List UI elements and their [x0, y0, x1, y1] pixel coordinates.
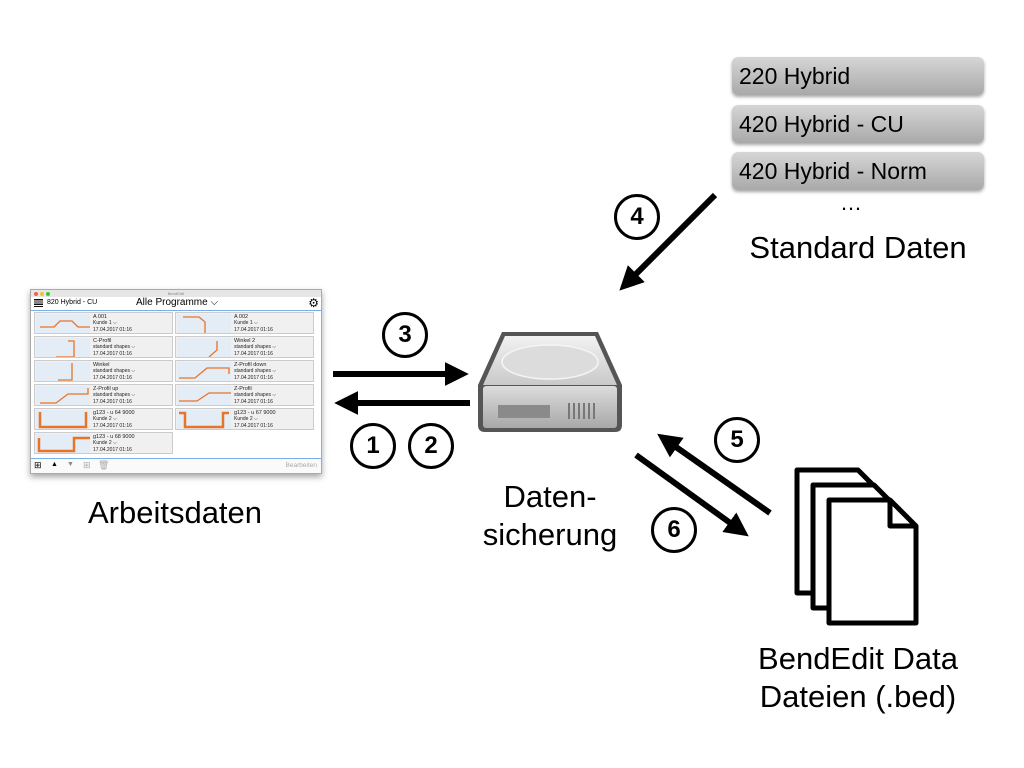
download-icon: ▼ [67, 461, 74, 468]
trash-icon: 🗑 [98, 460, 110, 470]
profile-thumbnail [36, 410, 90, 429]
program-name: g123 - u 64 9000 [93, 410, 135, 416]
profile-thumbnail [177, 362, 231, 381]
arrow-backup-to-files [634, 452, 749, 537]
program-name: Z-Profil [234, 386, 252, 392]
program-name: g123 - u 68 9000 [93, 434, 135, 440]
profile-thumbnail [36, 314, 90, 333]
step-4-badge: 4 [614, 194, 660, 240]
standard-data-item: 420 Hybrid - Norm [732, 152, 984, 190]
program-date: 17.04.2017 01:16 [234, 374, 273, 381]
step-1-badge: 1 [350, 423, 396, 469]
program-date: 17.04.2017 01:16 [234, 350, 273, 357]
upload-icon: ▲ [51, 461, 58, 468]
program-date: 17.04.2017 01:16 [93, 350, 132, 357]
step-6-badge: 6 [651, 507, 697, 553]
hard-drive-icon [478, 332, 622, 432]
program-group: standard shapes ⌵ [93, 392, 136, 399]
profile-thumbnail [36, 338, 90, 358]
program-name: g123 - u 67 9000 [234, 410, 276, 416]
program-group: standard shapes ⌵ [234, 344, 277, 351]
arrow-standard-to-backup [619, 192, 718, 291]
bottom-bar: ⊞ ▲ ▼ ⊞ 🗑 Bearbeiten [31, 458, 321, 473]
machine-name: 820 Hybrid - CU [47, 299, 98, 306]
step-3-badge: 3 [382, 312, 428, 358]
program-name: Winkel 2 [234, 338, 256, 344]
ellipsis: … [840, 190, 862, 215]
window-title: BendEdit [167, 291, 185, 296]
program-group: standard shapes ⌵ [234, 368, 277, 375]
gear-icon: ⚙ [308, 296, 319, 310]
filter-dropdown: Alle Programme ⌵ [136, 297, 219, 308]
arrow-files-to-backup [657, 433, 772, 516]
program-name: A 002 [234, 314, 249, 320]
program-group: Kunde 1 ⌵ [234, 320, 258, 327]
menu-icon [34, 299, 43, 307]
program-date: 17.04.2017 01:16 [93, 422, 132, 429]
standard-data-item: 220 Hybrid [732, 57, 984, 95]
profile-thumbnail [36, 434, 90, 453]
step-2-badge: 2 [408, 423, 454, 469]
profile-thumbnail [177, 410, 231, 429]
backup-label: Daten-sicherung [482, 479, 618, 552]
program-name: Z-Profil down [234, 362, 267, 368]
program-group: Kunde 2 ⌵ [93, 440, 117, 447]
duplicate-icon: ⊞ [83, 460, 91, 470]
step-5-badge: 5 [714, 417, 760, 463]
profile-thumbnail [36, 386, 90, 405]
program-group: Kunde 2 ⌵ [234, 416, 258, 423]
title-bar: BendEdit [31, 290, 321, 297]
documents-icon [794, 467, 919, 626]
add-icon: ⊞ [34, 460, 42, 470]
profile-thumbnail [36, 362, 90, 381]
program-name: C-Profil [93, 338, 112, 344]
standard-data-label: Standard Daten [749, 230, 967, 265]
program-date: 17.04.2017 01:16 [234, 398, 273, 405]
program-name: Winkel [93, 362, 110, 368]
profile-thumbnail [177, 386, 231, 405]
profile-thumbnail [177, 314, 231, 333]
working-data-label: Arbeitsdaten [87, 495, 263, 530]
program-group: standard shapes ⌵ [93, 344, 136, 351]
program-group: Kunde 1 ⌵ [93, 320, 117, 327]
program-group: standard shapes ⌵ [234, 392, 277, 399]
program-group: Kunde 2 ⌵ [93, 416, 117, 423]
profile-thumbnail [177, 338, 231, 358]
program-date: 17.04.2017 01:16 [93, 446, 132, 453]
toolbar: 820 Hybrid - CU Alle Programme ⌵ ⚙ [31, 296, 321, 311]
program-date: 17.04.2017 01:16 [93, 398, 132, 405]
program-name: A 001 [93, 314, 108, 320]
standard-data-item: 420 Hybrid - CU [732, 105, 984, 143]
program-group: standard shapes ⌵ [93, 368, 136, 375]
edit-button: Bearbeiten [285, 462, 317, 469]
program-name: Z-Profil up [93, 386, 119, 392]
program-date: 17.04.2017 01:16 [234, 326, 273, 333]
program-date: 17.04.2017 01:16 [93, 326, 132, 333]
program-date: 17.04.2017 01:16 [234, 422, 273, 429]
app-window-screenshot: BendEdit 820 Hybrid - CU Alle Programme … [30, 289, 322, 474]
program-date: 17.04.2017 01:16 [93, 374, 132, 381]
